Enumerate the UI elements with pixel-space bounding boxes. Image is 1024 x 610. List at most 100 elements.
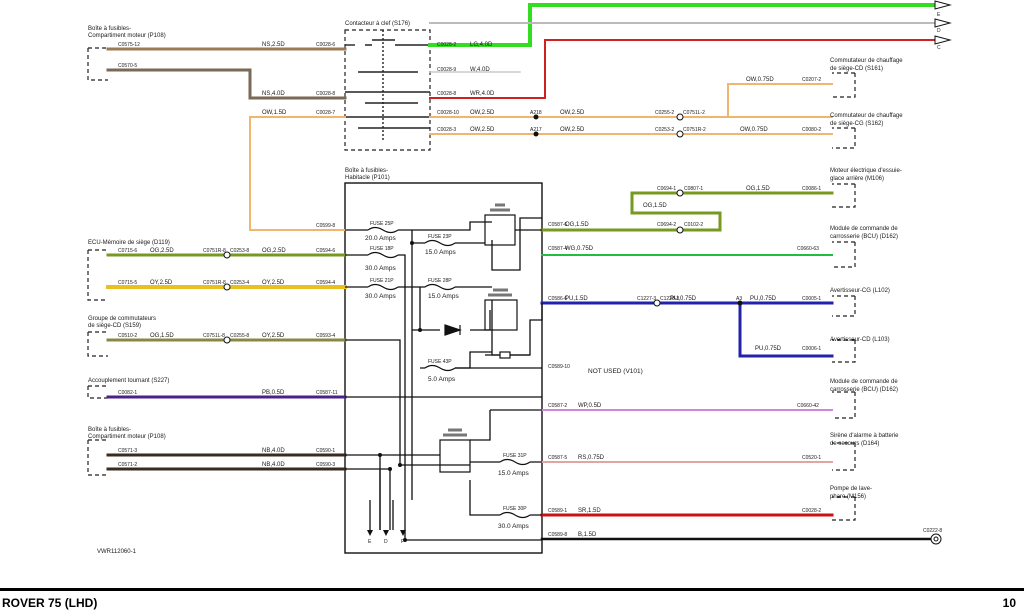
diagram-label: C0589-1 <box>548 508 567 514</box>
wire-label: RS,0.75D <box>578 455 605 461</box>
diagram-label: C0253-8 <box>230 248 249 254</box>
component-box <box>832 340 856 363</box>
horn-cd-label: Avertisseur-CD (L103) <box>830 337 890 343</box>
diagram-label: C0028-9 <box>437 67 456 73</box>
diagram-label: C0571-3 <box>118 448 137 454</box>
offpage-arrows <box>934 0 952 45</box>
wire-pu-0-75d-cd <box>738 301 834 358</box>
component-box <box>87 332 108 357</box>
diagram-label: C0590-3 <box>316 462 335 468</box>
seat-heater-cg-label-2: de siège-CG (S162) <box>830 121 883 127</box>
diagram-label: C0587-6 <box>548 222 567 228</box>
diagram-label: C0586-6 <box>548 296 567 302</box>
fuse-25p-rating: 20.0 Amps <box>365 235 396 242</box>
diagram-label: C0594-6 <box>316 248 335 254</box>
seat-heater-cd-label: Commutateur de chauffage <box>830 58 903 64</box>
fuse-28p-name: FUSE 28P <box>428 278 452 284</box>
wire-label: OW,2.5D <box>470 110 495 116</box>
wire-label: OG,2.5D <box>262 248 286 254</box>
wire-label: OY,2.5D <box>262 280 285 286</box>
page-footer: ROVER 75 (LHD) 10 <box>0 588 1024 610</box>
fuse-31p-rating: 15.0 Amps <box>498 470 529 477</box>
diagram-label: C0255-2 <box>655 110 674 116</box>
fuse-30p-rating: 30.0 Amps <box>498 523 529 530</box>
fuse-25p-name: FUSE 25P <box>370 221 394 227</box>
bottom-ref-f: F <box>401 539 404 545</box>
component-box <box>832 443 856 471</box>
diagram-label: C0751L-2 <box>683 110 705 116</box>
diagram-label: C0028-10 <box>437 110 459 116</box>
ecu-seat-memory-label: ECU-Mémoire de siège (D119) <box>88 240 170 246</box>
wire-label: OW,0.75D <box>740 127 768 133</box>
bcu-label-2: carrosserie (BCU) (D162) <box>830 234 898 240</box>
diagram-label: C0255-8 <box>230 333 249 339</box>
diagram-label: C0593-4 <box>316 333 335 339</box>
fuse-21p-rating: 30.0 Amps <box>365 293 396 300</box>
diagram-label: A3 <box>736 296 742 302</box>
diagram-label: C0660-42 <box>797 403 819 409</box>
ignition-switch-box <box>344 29 431 151</box>
bcu-label: Module de commande de <box>830 226 898 232</box>
diagram-label: C0590-1 <box>316 448 335 454</box>
diagram-label: C0589-8 <box>548 532 567 538</box>
wire-label: OY,2.5D <box>262 333 285 339</box>
diagram-label: C0571-2 <box>118 462 137 468</box>
relay-symbols <box>439 203 518 473</box>
wire-label: LG,4.0D <box>470 42 493 48</box>
bottom-ref-e: E <box>368 539 372 545</box>
wire-lg-4-0d <box>428 3 937 47</box>
diagram-label: C0253-4 <box>230 280 249 286</box>
wire-label: PU,0.75D <box>755 346 782 352</box>
fuse-30p-name: FUSE 30P <box>503 506 527 512</box>
washer-pump-label-2: phare (M156) <box>830 494 866 500</box>
diagram-label: C0086-1 <box>802 186 821 192</box>
diagram-label: C0587-11 <box>316 390 338 396</box>
ground-symbol <box>930 533 942 545</box>
fuse-box-engine-label: Boîte à fusibles- <box>88 26 131 32</box>
diagram-label: C1228-3 <box>660 296 679 302</box>
diagram-label: C0807-1 <box>684 186 703 192</box>
wire-label: OG,1.5D <box>150 333 174 339</box>
component-box <box>832 392 856 419</box>
diagram-label: C0520-1 <box>802 455 821 461</box>
diagram-label: C0028-3 <box>437 127 456 133</box>
diagram-label: C1227-3 <box>637 296 656 302</box>
diagram-label: C0207-2 <box>802 77 821 83</box>
drawing-id: VWR112060-1 <box>97 549 137 555</box>
fuse-box-internal-wiring <box>345 217 543 541</box>
diagram-label: C0005-1 <box>802 296 821 302</box>
bcu-2-label-2: carrosserie (BCU) (D162) <box>830 387 898 393</box>
wire-label: NS,2.5D <box>262 42 285 48</box>
wire-wr-4-0d <box>429 39 936 99</box>
wire-label: OW,2.5D <box>470 127 495 133</box>
component-box <box>832 184 856 208</box>
splice-dots <box>378 114 743 542</box>
diagram-label: C0028-6 <box>316 42 335 48</box>
diagram-label: C0006-1 <box>802 346 821 352</box>
washer-pump-label: Pompe de lave- <box>830 486 872 492</box>
diagram-label: C0028-7 <box>316 110 335 116</box>
diagram-label: C0694-1 <box>657 186 676 192</box>
diagram-label: C0082-1 <box>118 390 137 396</box>
diagram-label: C0589-10 <box>548 364 570 370</box>
fuse-box-cabin-label: Boîte à fusibles- <box>345 168 388 174</box>
diagram-label: C0715-6 <box>118 248 137 254</box>
diagram-label: C0694-2 <box>657 222 676 228</box>
diagram-label: C0080-2 <box>802 127 821 133</box>
wire-label: OG,1.5D <box>643 203 667 209</box>
alarm-siren-label-2: de secours (D164) <box>830 441 879 447</box>
diagram-label: C0751L-8 <box>203 333 225 339</box>
fuse-18p-rating: 30.0 Amps <box>365 265 396 272</box>
component-box <box>87 48 108 81</box>
fuse-21p-name: FUSE 21P <box>370 278 394 284</box>
bottom-arrows <box>367 530 406 536</box>
rear-wiper-motor-label: Moteur électrique d'essuie- <box>830 168 902 174</box>
ignition-switch-label: Contacteur à clef (S176) <box>345 21 410 27</box>
diagram-label: C0102-2 <box>684 222 703 228</box>
diagram-label: C0253-2 <box>655 127 674 133</box>
component-box <box>832 296 856 317</box>
wire-label: OG,1.5D <box>746 186 770 192</box>
diagram-label: C0599-8 <box>316 223 335 229</box>
alarm-siren-label: Sirène d'alarme à batterie <box>830 433 899 439</box>
offpage-label-d: D <box>937 28 941 34</box>
